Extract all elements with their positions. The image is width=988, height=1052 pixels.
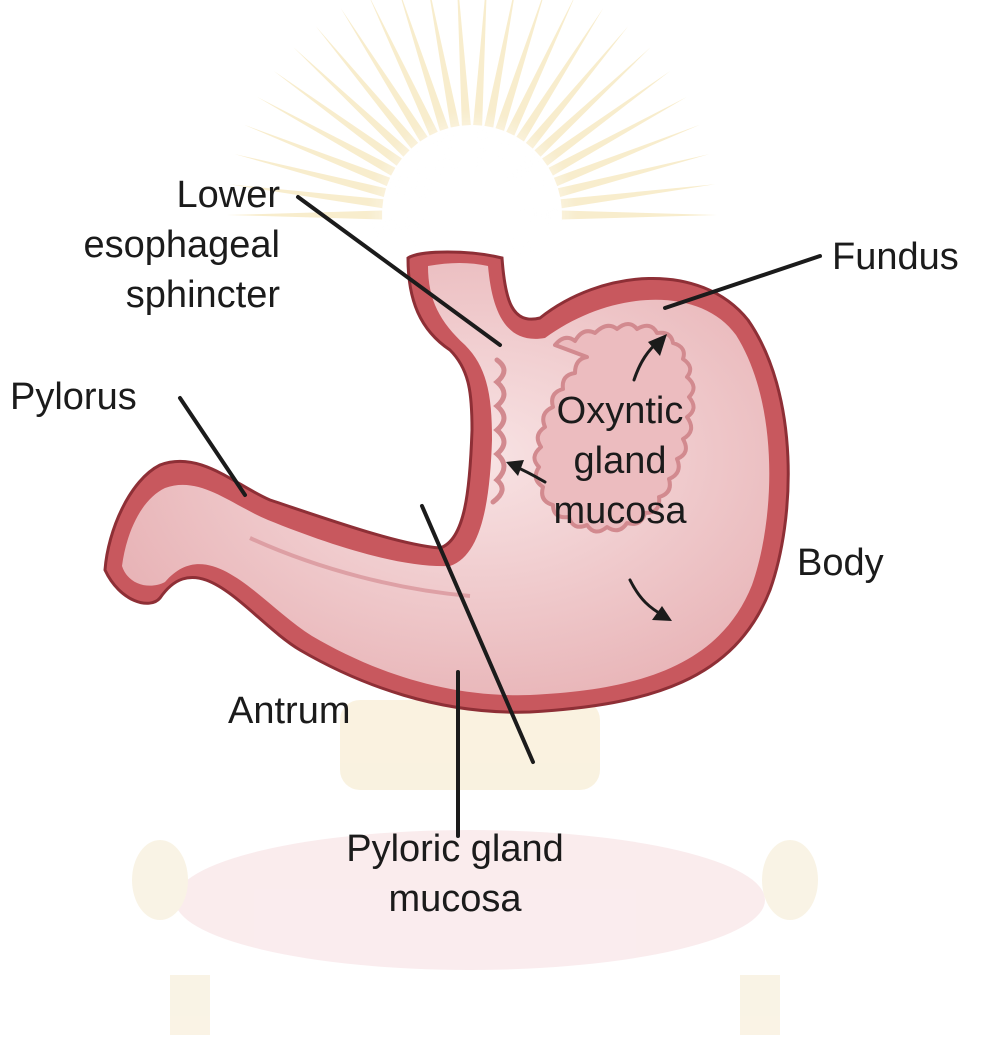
watermark-leg-right [740,975,780,1035]
pyloric-line-1: Pyloric gland [320,824,590,874]
fundus-text: Fundus [832,232,959,282]
label-pylorus: Pylorus [10,372,137,422]
watermark-ray [473,0,487,126]
les-line-2: esophageal [40,220,280,270]
watermark-ray [562,211,717,220]
label-lower-esophageal-sphincter: Lower esophageal sphincter [40,170,280,320]
body-text: Body [797,538,884,588]
les-line-1: Lower [40,170,280,220]
watermark-ray [426,0,459,128]
label-oxyntic-gland-mucosa: Oxyntic gland mucosa [530,386,710,536]
pylorus-text: Pylorus [10,372,137,422]
label-antrum: Antrum [228,686,350,736]
oxyntic-line-2: gland [530,436,710,486]
watermark-ornament-right [762,840,818,920]
pyloric-line-2: mucosa [320,874,590,924]
oxyntic-line-1: Oxyntic [530,386,710,436]
oxyntic-line-3: mucosa [530,486,710,536]
watermark-ray [457,0,471,126]
antrum-text: Antrum [228,686,350,736]
label-fundus: Fundus [832,232,959,282]
watermark-leg-left [170,975,210,1035]
watermark-ornament-left [132,840,188,920]
label-body: Body [797,538,884,588]
watermark-ray [316,26,418,148]
watermark-ray [484,0,517,128]
watermark-ray [274,71,402,166]
watermark-pedestal [340,700,600,790]
watermark-ray [542,71,670,166]
watermark-ray [534,47,650,156]
label-pyloric-gland-mucosa: Pyloric gland mucosa [320,824,590,924]
les-line-3: sphincter [40,270,280,320]
watermark-ray [526,26,628,148]
watermark-ray [293,47,409,156]
